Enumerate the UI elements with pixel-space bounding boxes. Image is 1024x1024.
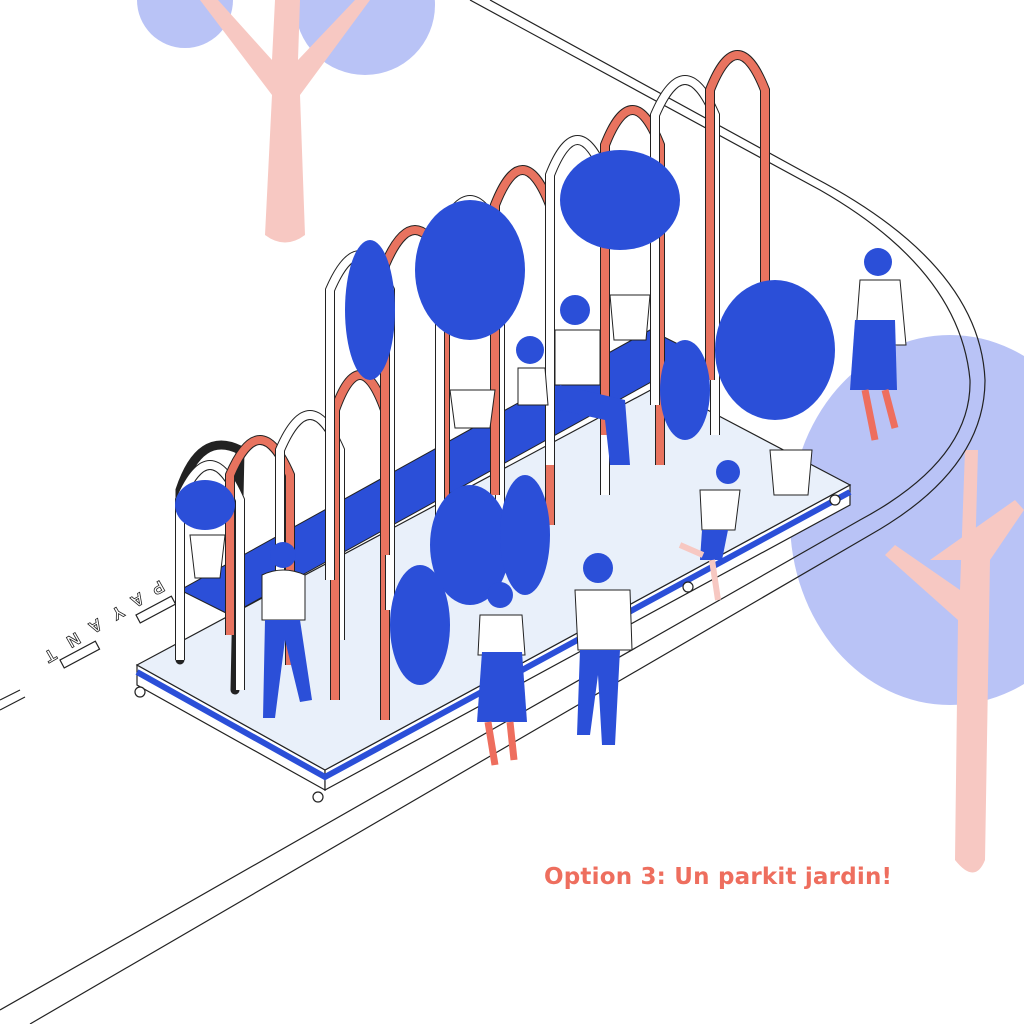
svg-text:A: A (127, 589, 147, 612)
svg-text:N: N (63, 629, 83, 652)
svg-text:T: T (40, 645, 59, 667)
person-man-standing (574, 553, 633, 745)
arch-pipe (226, 436, 294, 665)
svg-text:A: A (85, 615, 105, 638)
road-marking-payant: P A Y A N T (40, 576, 168, 667)
road-curb (0, 0, 986, 1024)
person-sitting-left (261, 542, 312, 718)
people (261, 248, 907, 766)
caption-title: Option 3: Un parkit jardin! (544, 864, 893, 890)
person-walking-right (850, 248, 907, 441)
person-child (678, 460, 741, 601)
svg-text:Y: Y (108, 602, 128, 624)
svg-text:P: P (148, 577, 167, 599)
person-couple (516, 295, 630, 465)
tree-top-left (137, 0, 435, 243)
plants (175, 150, 835, 685)
arch-pipe (706, 51, 769, 410)
person-woman-skirt (477, 582, 527, 766)
tree-right (790, 335, 1024, 873)
